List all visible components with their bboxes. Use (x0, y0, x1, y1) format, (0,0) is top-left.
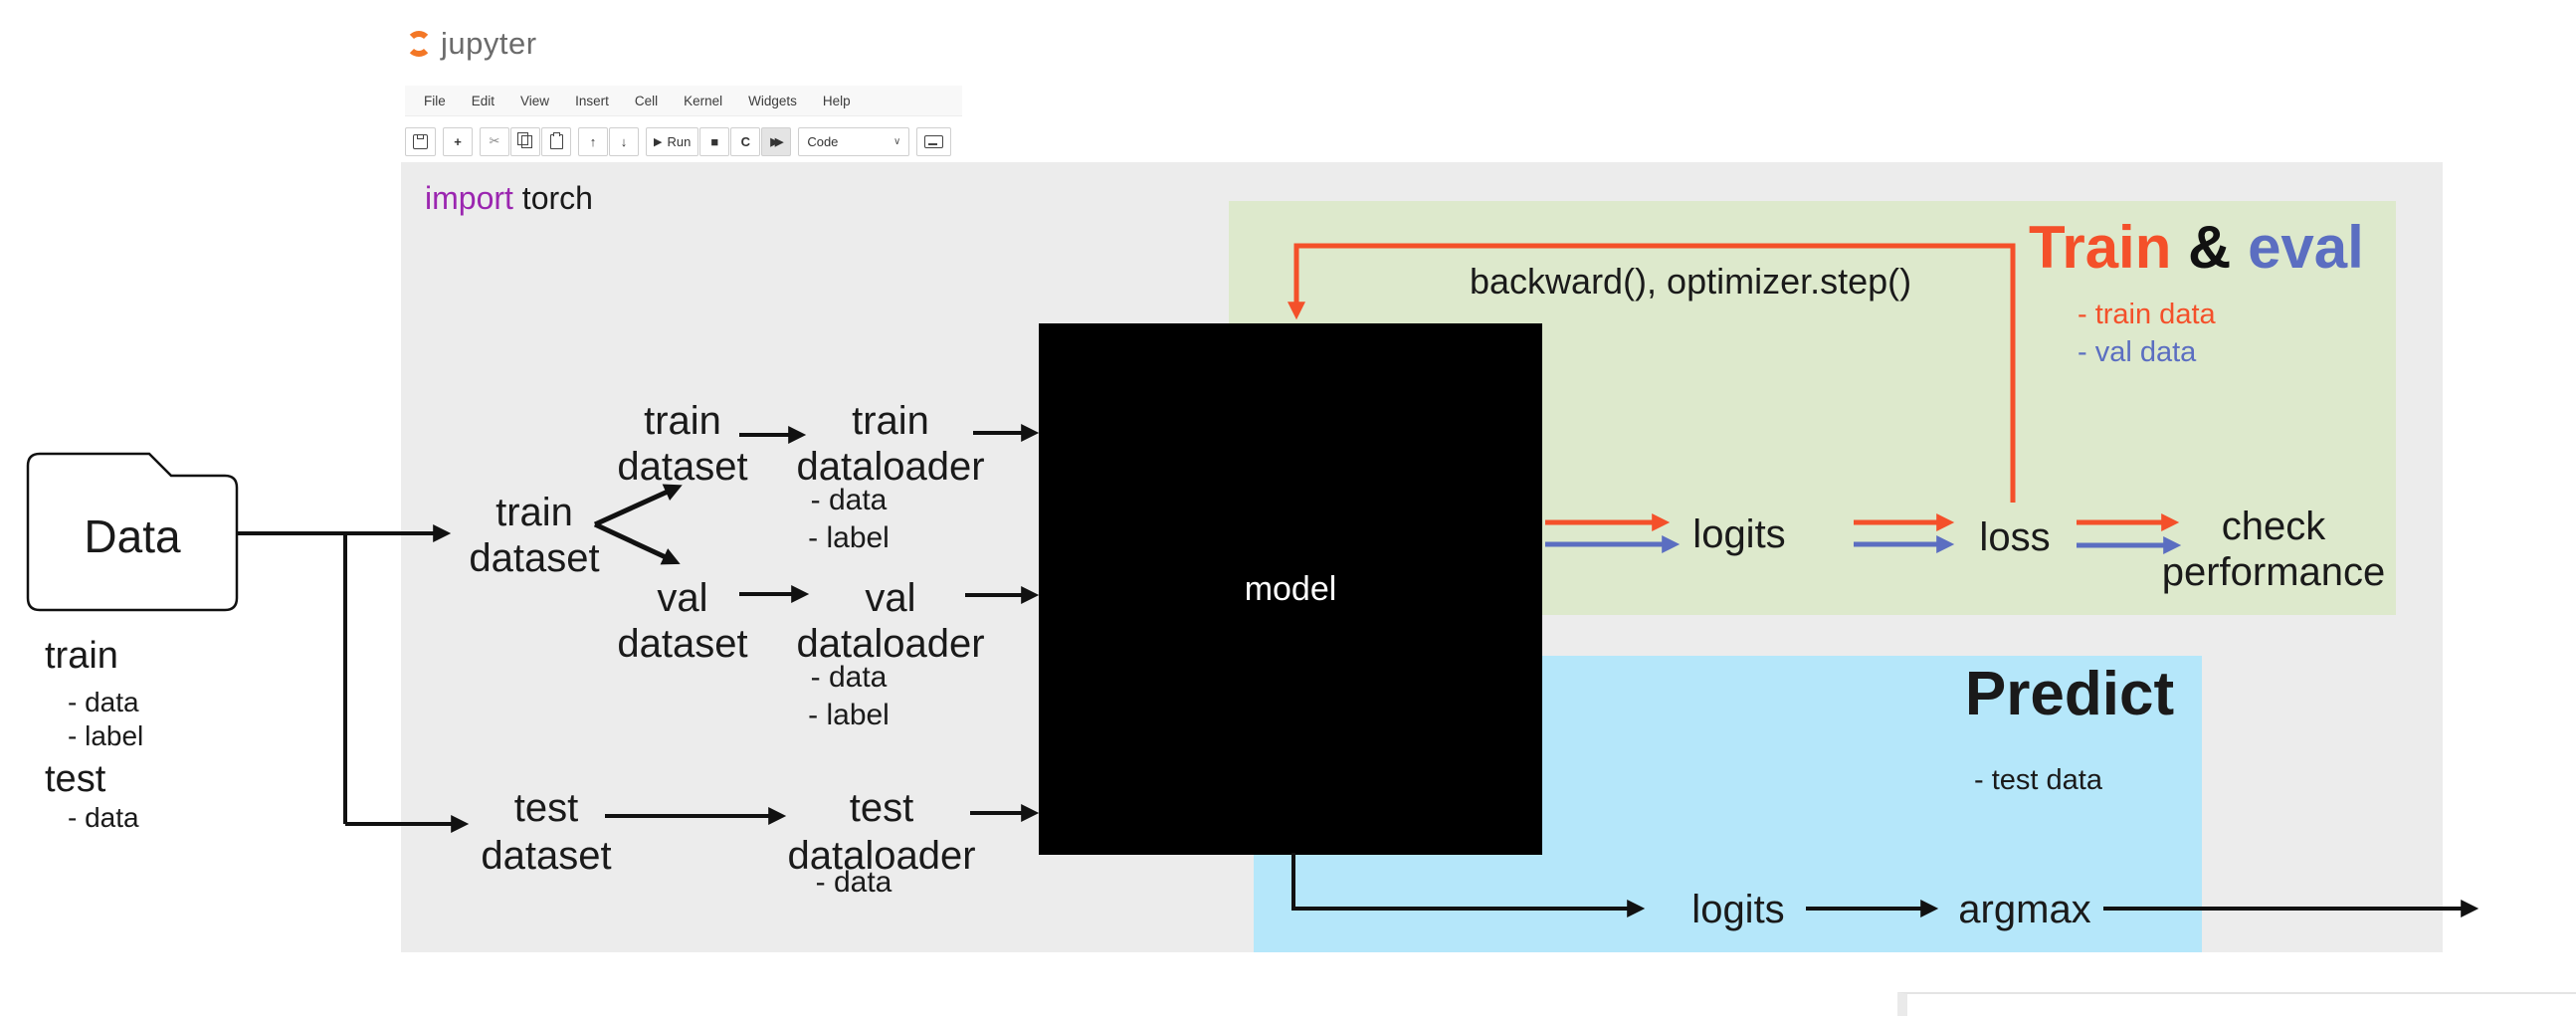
bullet-val-data: - val data (2078, 336, 2197, 368)
loss-label: loss (1979, 515, 2051, 559)
blue-connectors (1545, 535, 2182, 554)
command-palette-button[interactable] (916, 126, 952, 156)
test-dataloader-label: test dataloader (787, 786, 976, 878)
tree-test-data: - data (68, 802, 139, 833)
fast-forward-icon: ▶▶ (770, 135, 783, 148)
menu-file[interactable]: File (424, 93, 446, 108)
next-cell-corner[interactable] (1897, 992, 2576, 1016)
green-logits-label: logits (1692, 512, 1786, 556)
paste-icon (549, 131, 563, 149)
predict-title: Predict (1964, 660, 2175, 728)
move-up-button[interactable]: ↑ (578, 126, 608, 156)
move-down-button[interactable]: ↓ (609, 126, 639, 156)
data-folder-icon (26, 452, 239, 612)
black-connectors (237, 424, 2479, 917)
run-label: Run (667, 133, 692, 149)
backward-step-label: backward(), optimizer.step() (1470, 261, 1912, 302)
run-button[interactable]: ▶ Run (646, 126, 699, 156)
code-keyword: import (425, 180, 513, 216)
predict-logits-label: logits (1691, 888, 1785, 931)
restart-run-all-button[interactable]: ▶▶ (761, 126, 792, 156)
menu-view[interactable]: View (520, 93, 550, 108)
bullet-test-data: - test data (1974, 764, 2102, 796)
arrow-model-to-predict-logits (1291, 853, 1646, 917)
notebook-toolbar: + ✂ ↑ ↓ ▶ Run ■ C ▶▶ Code ∨ (405, 124, 952, 158)
train-dl-label-item: - label (808, 521, 890, 554)
restart-kernel-button[interactable]: C (730, 126, 761, 156)
code-module: torch (512, 180, 593, 216)
val-dl-data: - data (810, 661, 888, 694)
caret-down-icon: ∨ (893, 135, 901, 147)
cell-type-value: Code (807, 133, 839, 149)
tree-train-label: train (45, 635, 118, 677)
add-icon: + (454, 133, 462, 149)
val-dl-label-item: - label (808, 699, 890, 731)
add-cell-button[interactable]: + (443, 126, 473, 156)
test-dl-data: - data (815, 866, 892, 899)
title-train: Train (2029, 214, 2172, 281)
paste-cell-button[interactable] (541, 126, 571, 156)
test-dataset-label: test dataset (481, 786, 612, 878)
stop-icon: ■ (710, 133, 719, 149)
train-eval-title: Train & eval (2029, 213, 2364, 282)
title-eval: eval (2248, 214, 2364, 281)
jupyter-logo: jupyter (406, 26, 537, 62)
cut-icon: ✂ (489, 133, 500, 148)
argmax-label: argmax (1958, 888, 2091, 931)
jupyter-logo-text: jupyter (441, 26, 537, 61)
val-dataloader-label: val dataloader (796, 576, 985, 666)
keyboard-icon (924, 134, 944, 148)
menu-help[interactable]: Help (822, 93, 851, 108)
menu-kernel[interactable]: Kernel (684, 93, 723, 108)
save-button[interactable] (405, 126, 436, 156)
val-dataset-label: val dataset (617, 576, 748, 666)
train-dataloader-label: train dataloader (796, 399, 985, 489)
stop-button[interactable]: ■ (699, 126, 730, 156)
train-dataset-src-label: train dataset (469, 491, 600, 580)
restart-icon: C (740, 133, 751, 149)
arrow-branch-val (593, 521, 681, 565)
check-performance-label: check performance (2161, 505, 2386, 594)
play-icon: ▶ (654, 135, 663, 148)
menu-cell[interactable]: Cell (634, 93, 659, 108)
bullet-train-data: - train data (2078, 299, 2216, 330)
menu-insert[interactable]: Insert (575, 93, 609, 108)
cut-cell-button[interactable]: ✂ (480, 126, 509, 156)
data-folder-label: Data (84, 510, 181, 562)
model-box: model (1039, 323, 1542, 855)
jupyter-logo-icon (406, 31, 432, 57)
red-connectors (1288, 243, 2180, 531)
arrow-up-icon: ↑ (589, 133, 597, 149)
model-label: model (1244, 569, 1337, 608)
copy-icon (517, 131, 532, 148)
menu-widgets[interactable]: Widgets (748, 93, 797, 108)
menu-bar: File Edit View Insert Cell Kernel Widget… (405, 86, 962, 116)
copy-cell-button[interactable] (510, 126, 540, 156)
menu-edit[interactable]: Edit (471, 93, 495, 108)
arrow-backward-loop (1288, 243, 2016, 503)
tree-train-label-item: - label (68, 720, 144, 751)
train-dl-data: - data (810, 484, 888, 516)
tree-train-data: - data (68, 687, 139, 717)
train-dataset-label: train dataset (617, 399, 748, 489)
code-cell-line[interactable]: import torch (425, 180, 593, 217)
cell-type-select[interactable]: Code ∨ (798, 126, 910, 156)
tree-test-label: test (45, 758, 106, 800)
floppy-icon (413, 133, 428, 149)
title-amp: & (2171, 214, 2249, 281)
arrow-branch-train (593, 484, 683, 527)
arrow-down-icon: ↓ (620, 133, 628, 149)
